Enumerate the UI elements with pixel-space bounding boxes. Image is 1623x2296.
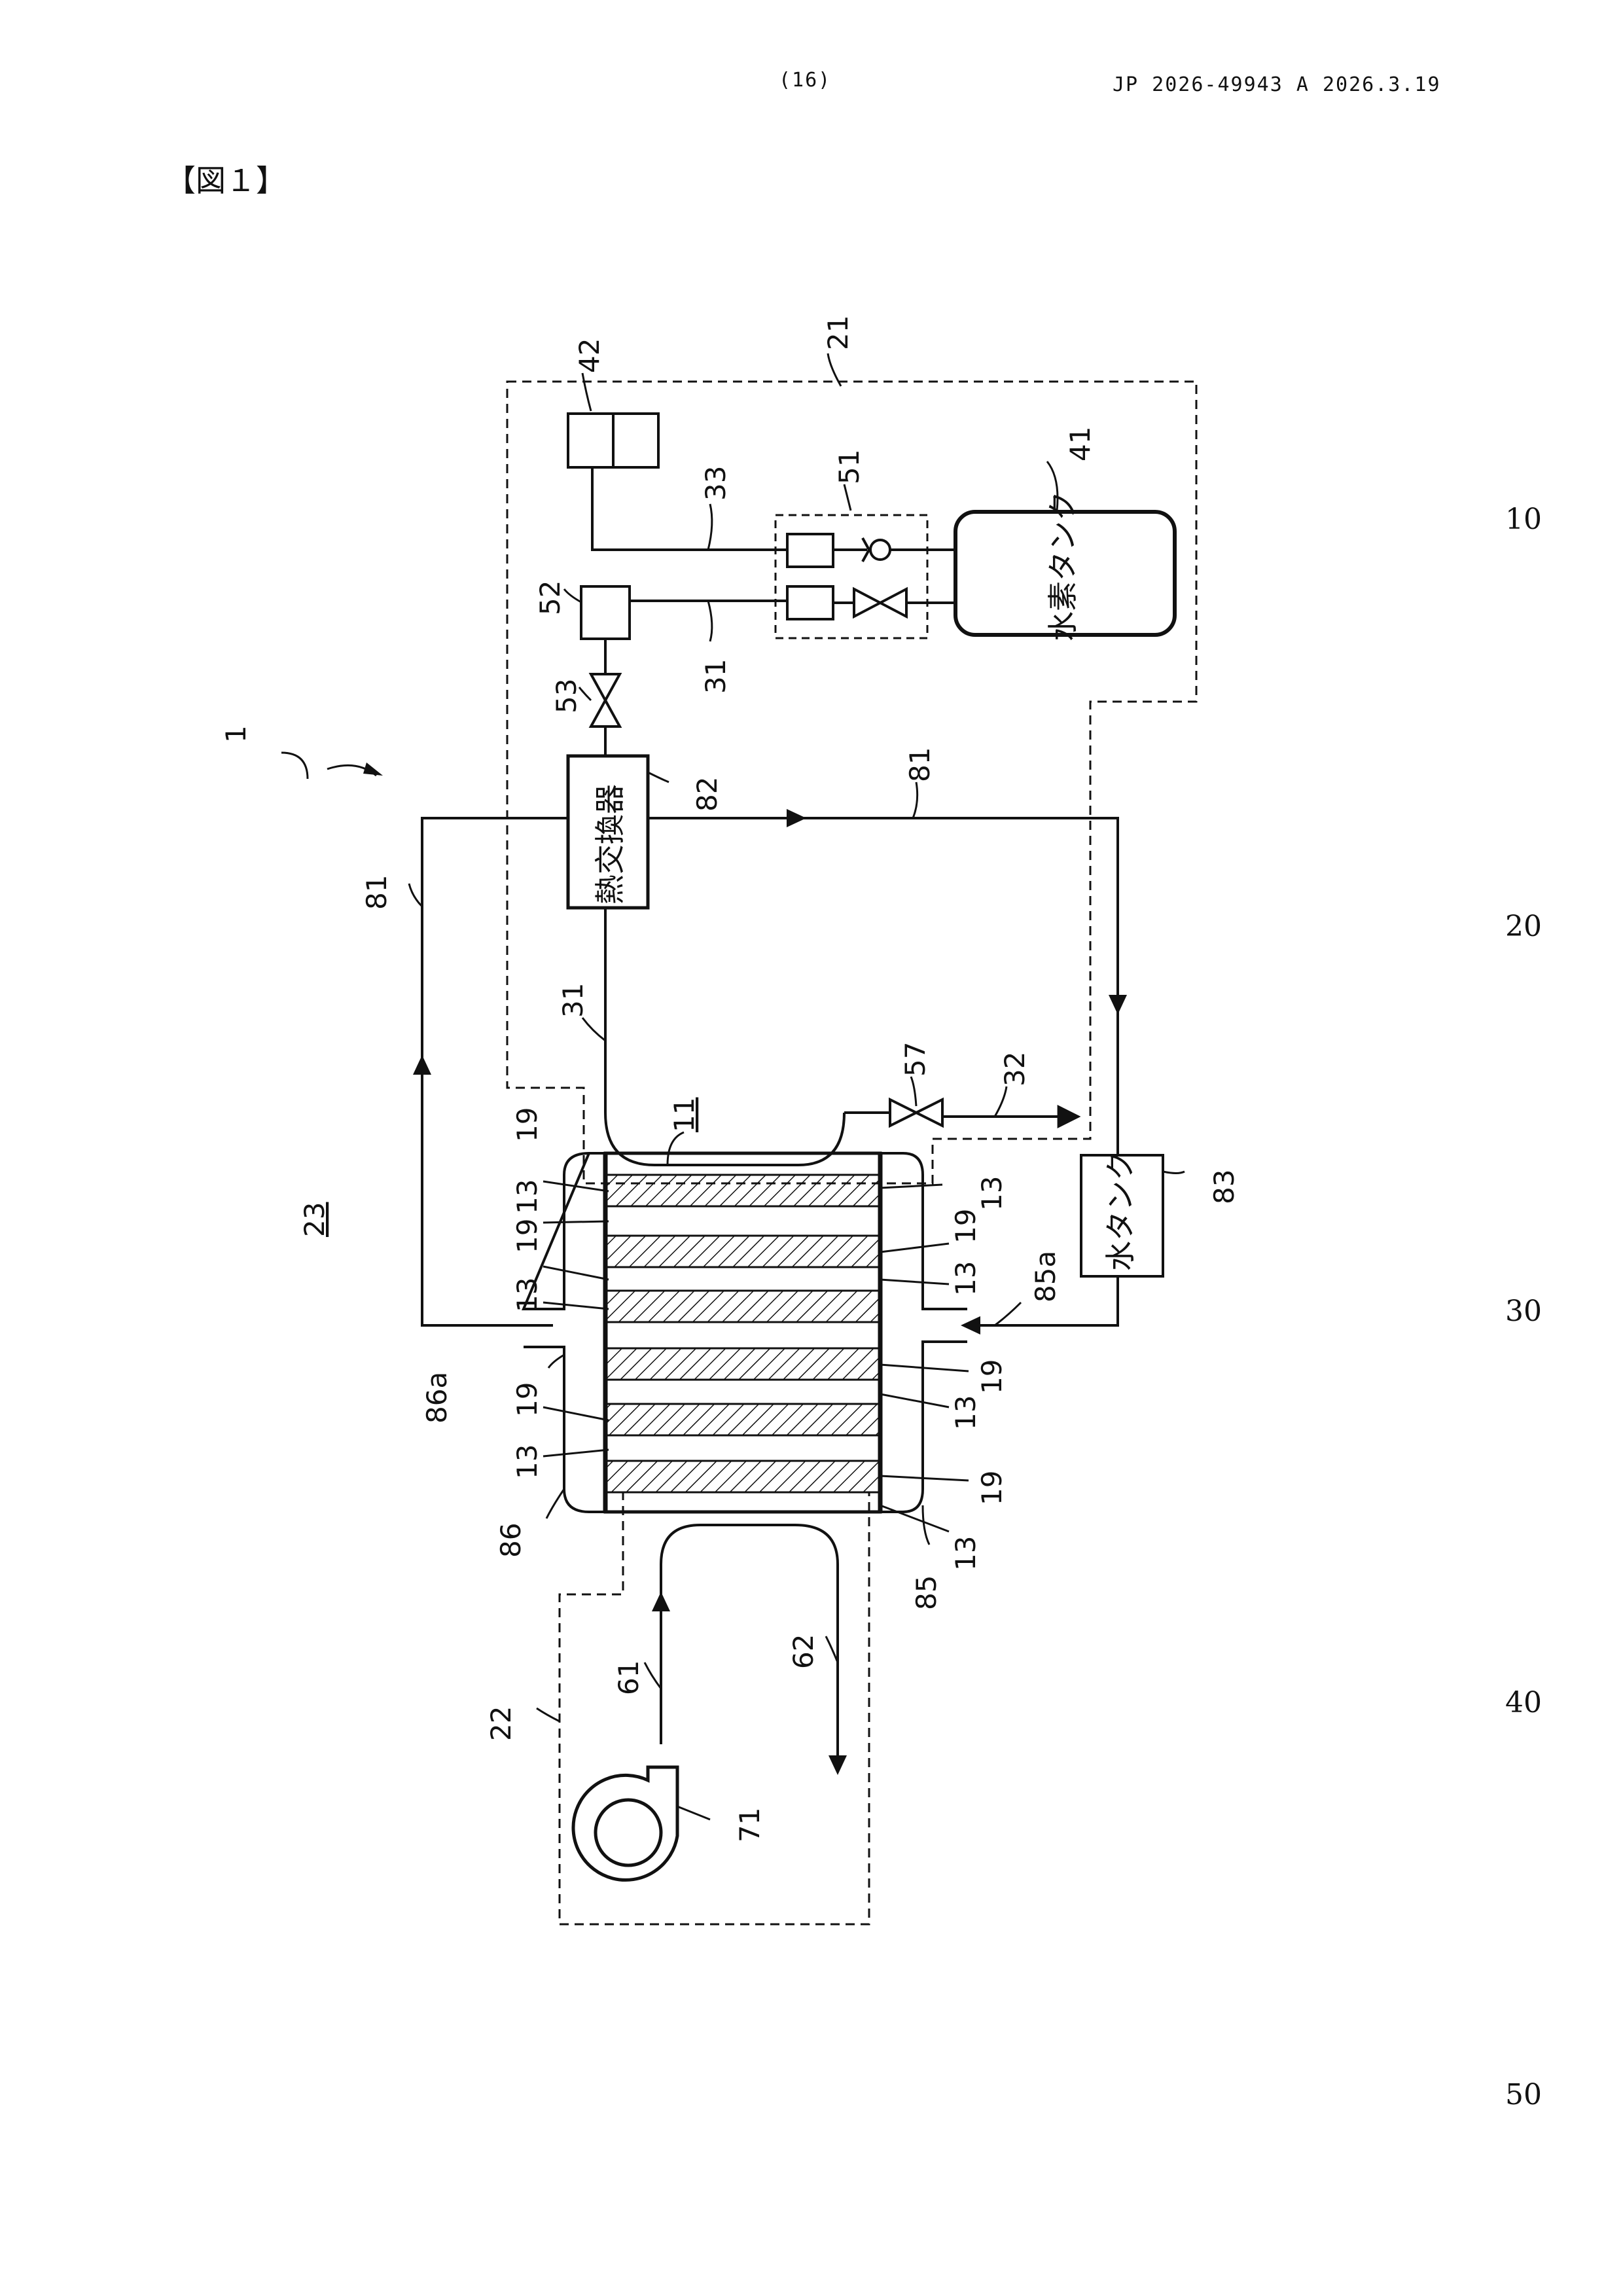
label-separator: 19 (976, 1359, 1008, 1394)
flow-arrow-down (1109, 995, 1127, 1014)
cathode-system-boundary (560, 1492, 869, 1924)
label-exhaust-pipe: 32 (999, 1052, 1031, 1086)
separator-plate (605, 1461, 880, 1492)
coolant-pipe-left (422, 818, 568, 1325)
fuel-cell-stack (524, 1153, 967, 1512)
label-coolant-system: 23 (298, 1202, 330, 1237)
label-separator: 19 (511, 1219, 543, 1253)
label-separator: 19 (511, 1382, 543, 1417)
check-valve-icon (833, 538, 955, 562)
label-regulator: 52 (534, 581, 566, 615)
label-outlet-port: 86a (421, 1372, 453, 1424)
label-hydrogen-tank: 41 (1064, 427, 1096, 461)
blower-icon (573, 1767, 677, 1880)
label-stack: 11 (668, 1098, 700, 1132)
hydrogen-tank-label: 水素タンク (1045, 491, 1080, 641)
label-fuel-pipe-lower: 31 (557, 983, 589, 1018)
coolant-pipe-right (648, 818, 1118, 1155)
label-outlet-manifold: 86 (495, 1523, 527, 1558)
shutoff-valve-body (787, 586, 833, 619)
label-anode-box: 21 (822, 315, 854, 350)
label-cell: 13 (511, 1179, 543, 1214)
label-cell: 13 (511, 1444, 543, 1479)
label-separator: 19 (511, 1107, 543, 1142)
label-cell: 13 (950, 1261, 982, 1296)
regulator (581, 586, 630, 639)
separator-plate (605, 1291, 880, 1322)
air-flow-arrow-up (652, 1592, 670, 1611)
flow-arrow-up (413, 1055, 431, 1075)
label-inlet-port: 85a (1029, 1251, 1061, 1302)
label-fuel-pipe-upper: 31 (700, 659, 732, 694)
separator-plate (605, 1348, 880, 1380)
separator-plate (605, 1404, 880, 1435)
label-receptacle: 42 (573, 338, 605, 373)
label-valve-53: 53 (550, 679, 582, 713)
label-blower: 71 (734, 1808, 766, 1842)
heat-exchanger-label: 熱交換器 (592, 784, 628, 905)
flow-arrow-right (787, 809, 806, 827)
label-purge-valve: 57 (899, 1042, 931, 1077)
air-flow-arrow-down (829, 1755, 847, 1775)
label-cell: 13 (976, 1176, 1008, 1211)
fuel-pipe-lower (605, 908, 844, 1165)
flow-arrow-left (961, 1316, 980, 1335)
label-air-supply: 61 (613, 1660, 645, 1695)
label-coolant-pipe-left: 81 (361, 875, 393, 910)
label-air-exhaust: 62 (787, 1634, 819, 1669)
receptacle (568, 414, 658, 467)
label-cell: 13 (511, 1278, 543, 1312)
main-valve-icon (833, 589, 955, 617)
label-heat-exchanger: 82 (691, 777, 723, 812)
separator-plate (605, 1175, 880, 1206)
label-separator: 19 (976, 1471, 1008, 1505)
check-valve-body (787, 534, 833, 567)
label-inlet-manifold: 85 (910, 1575, 942, 1610)
separator-plate (605, 1236, 880, 1267)
label-valve-unit: 51 (833, 450, 865, 484)
water-tank-label: 水タンク (1103, 1151, 1138, 1271)
label-water-tank: 83 (1208, 1170, 1240, 1204)
label-fill-pipe: 33 (700, 466, 732, 501)
valve-53-icon (591, 674, 620, 726)
fill-pipe (592, 467, 787, 550)
label-cell: 13 (950, 1395, 982, 1430)
label-system: 1 (220, 725, 252, 743)
label-cathode-box: 22 (485, 1706, 517, 1741)
label-coolant-pipe-right: 81 (904, 747, 936, 782)
label-separator: 19 (950, 1209, 982, 1244)
label-cell: 13 (950, 1536, 982, 1571)
